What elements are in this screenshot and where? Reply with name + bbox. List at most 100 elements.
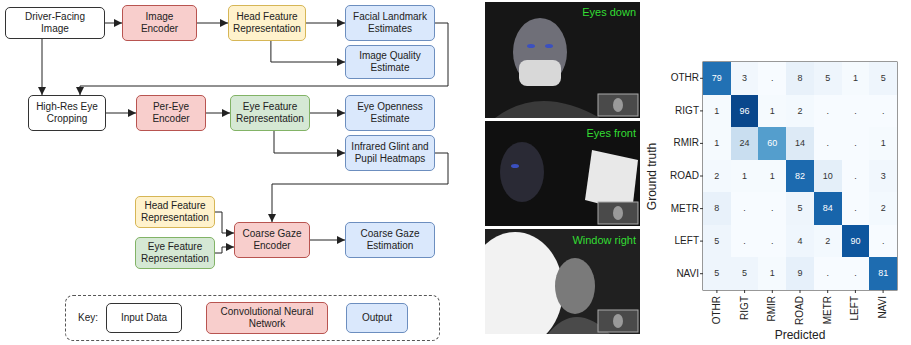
- matrix-cell: 84: [814, 192, 842, 225]
- box-label: Head Feature Representation: [233, 11, 301, 35]
- arrow-connector: [310, 240, 345, 241]
- row-label: METR: [655, 202, 699, 216]
- matrix-cell: 81: [869, 257, 897, 290]
- arrow-connector: [206, 113, 230, 114]
- output-box: Image Quality Estimate: [345, 45, 435, 79]
- box-label: Head Feature Representation: [140, 200, 210, 224]
- driver-photo: [485, 2, 640, 118]
- column-label: RMIR: [766, 296, 778, 330]
- matrix-cell: .: [814, 95, 842, 128]
- matrix-cell: 60: [758, 127, 786, 160]
- box-label: High-Res Eye Cropping: [33, 101, 101, 125]
- matrix-cell: 5: [731, 257, 759, 290]
- head-feature-box: Head Feature Representation: [228, 5, 306, 41]
- head-feature-box: Head Feature Representation: [135, 196, 215, 228]
- arrow-connector: [106, 113, 136, 114]
- matrix-cell: 3: [869, 160, 897, 193]
- box-label: Coarse Gaze Estimation: [350, 228, 430, 252]
- key-box: Key:Input DataConvolutional Neural Netwo…: [65, 295, 440, 341]
- box-label: Driver-Facing Image: [10, 11, 100, 35]
- arrow-connector: [215, 247, 234, 253]
- matrix-cell: 1: [703, 95, 731, 128]
- arrow-connector: [310, 113, 345, 114]
- row-label: LEFT: [655, 234, 699, 248]
- matrix-cell: .: [869, 225, 897, 258]
- matrix-cell: 2: [703, 160, 731, 193]
- matrix-cell: 96: [731, 95, 759, 128]
- output-box: Coarse Gaze Estimation: [345, 222, 435, 258]
- box-label: Facial Landmark Estimates: [350, 11, 430, 35]
- driver-photo: [467, 229, 640, 345]
- eye-feature-box: Eye Feature Representation: [230, 95, 310, 131]
- arrow-connector: [42, 39, 43, 95]
- matrix-cell: 5: [786, 192, 814, 225]
- row-label: ROAD: [655, 169, 699, 183]
- matrix-cell: 1: [758, 257, 786, 290]
- matrix-cell: 1: [758, 95, 786, 128]
- matrix-cell: 8: [786, 62, 814, 95]
- cnn-box: Convolutional Neural Network: [206, 302, 328, 334]
- column-label: OTHR: [711, 296, 723, 330]
- row-label: NAVI: [655, 267, 699, 281]
- box-label: Coarse Gaze Encoder: [239, 228, 305, 252]
- column-label: NAVI: [877, 296, 889, 330]
- matrix-cell: 1: [731, 160, 759, 193]
- axis-title: Ground truth: [645, 127, 660, 227]
- matrix-cell: .: [758, 62, 786, 95]
- box-label: Image Quality Estimate: [350, 50, 430, 74]
- matrix-cell: .: [842, 257, 870, 290]
- arrow-connector: [197, 23, 228, 24]
- cnn-box: Per-Eye Encoder: [136, 95, 206, 131]
- matrix-cell: 1: [758, 160, 786, 193]
- input-box: High-Res Eye Cropping: [28, 95, 106, 131]
- key-title: Key:: [78, 312, 98, 324]
- output-box: Eye Openness Estimate: [345, 95, 435, 131]
- matrix-cell: .: [842, 160, 870, 193]
- axis-title: Predicted: [750, 328, 850, 343]
- box-label: Convolutional Neural Network: [211, 306, 323, 330]
- matrix-cell: 5: [814, 62, 842, 95]
- row-label: RIGT: [655, 104, 699, 118]
- arrow-connector: [215, 212, 234, 233]
- matrix-cell: 82: [786, 160, 814, 193]
- matrix-cell: 2: [786, 95, 814, 128]
- box-label: Eye Openness Estimate: [350, 101, 430, 125]
- matrix-cell: 1: [703, 127, 731, 160]
- box-label: Infrared Glint and Pupil Heatmaps: [350, 141, 430, 165]
- matrix-cell: 14: [786, 127, 814, 160]
- arrow-connector: [274, 131, 345, 153]
- eye-feature-box: Eye Feature Representation: [135, 237, 215, 269]
- matrix-cell: 2: [869, 192, 897, 225]
- matrix-frame: [700, 62, 897, 293]
- row-label: OTHR: [655, 71, 699, 85]
- arrow-connector: [306, 23, 345, 24]
- driver-photo: [485, 121, 640, 226]
- output-box: Infrared Glint and Pupil Heatmaps: [345, 135, 435, 171]
- column-label: METR: [822, 296, 834, 330]
- matrix-cell: .: [842, 95, 870, 128]
- matrix-cell: 10: [814, 160, 842, 193]
- matrix-cell: 5: [703, 225, 731, 258]
- photo-caption: Window right: [556, 233, 636, 247]
- matrix-cell: .: [869, 95, 897, 128]
- matrix-cell: 5: [869, 62, 897, 95]
- box-label: Eye Feature Representation: [140, 241, 210, 265]
- arrow-connector: [271, 41, 345, 62]
- box-label: Image Encoder: [127, 11, 192, 35]
- matrix-cell: 1: [842, 62, 870, 95]
- matrix-cell: .: [842, 192, 870, 225]
- photo-caption: Eyes down: [556, 5, 636, 19]
- column-label: RIGT: [739, 296, 751, 330]
- matrix-cell: 9: [786, 257, 814, 290]
- output-box: Facial Landmark Estimates: [345, 5, 435, 41]
- matrix-cell: 8: [703, 192, 731, 225]
- matrix-cell: .: [842, 127, 870, 160]
- matrix-cell: 4: [786, 225, 814, 258]
- matrix-cell: .: [814, 257, 842, 290]
- matrix-cell: 3: [731, 62, 759, 95]
- matrix-cell: .: [758, 192, 786, 225]
- row-label: RMIR: [655, 136, 699, 150]
- matrix-cell: .: [814, 127, 842, 160]
- box-label: Eye Feature Representation: [235, 101, 305, 125]
- matrix-cell: 1: [869, 127, 897, 160]
